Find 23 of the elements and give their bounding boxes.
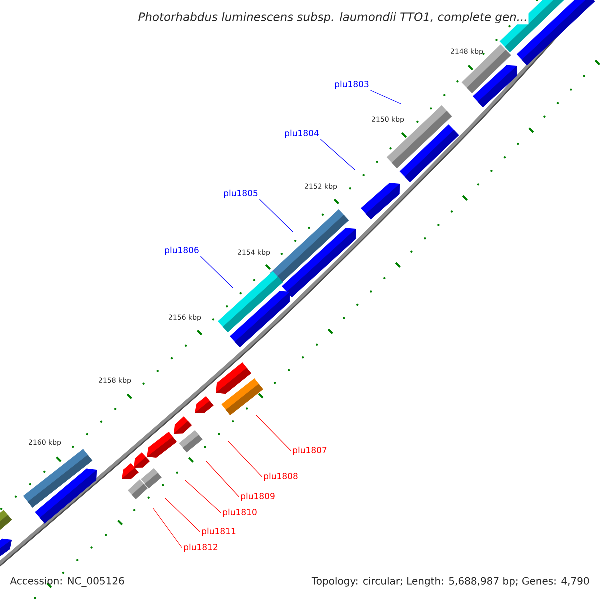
leader-line bbox=[164, 498, 201, 532]
leader-line bbox=[370, 90, 402, 104]
gene-label: plu1810 bbox=[223, 508, 257, 518]
leader-line bbox=[200, 256, 234, 288]
leader-line bbox=[184, 480, 222, 514]
info-text: Topology: circular; Length: 5,688,987 bp; Genes: 4,790 bbox=[312, 577, 590, 587]
leader-line bbox=[228, 440, 263, 478]
gene-label: plu1807 bbox=[293, 446, 327, 456]
leader-line bbox=[206, 460, 240, 498]
leader-line bbox=[152, 508, 183, 548]
gene-label: plu1809 bbox=[241, 492, 275, 502]
gene-label: plu1803 bbox=[335, 80, 369, 90]
info-text: Accession: NC_005126 bbox=[10, 577, 124, 587]
gene-label: plu1804 bbox=[285, 130, 319, 138]
gene-label: plu1811 bbox=[202, 528, 236, 536]
gene-label: plu1808 bbox=[264, 472, 298, 482]
gene-label: plu1805 bbox=[224, 190, 258, 198]
leader-line bbox=[320, 139, 356, 170]
title: Photorhabdus luminescens subsp. laumondii TTO1, complete gen... bbox=[137, 11, 529, 25]
leader-line bbox=[256, 414, 292, 452]
leader-line bbox=[260, 199, 294, 232]
gene-label: plu1812 bbox=[184, 544, 218, 552]
gene-label: plu1806 bbox=[165, 246, 199, 256]
